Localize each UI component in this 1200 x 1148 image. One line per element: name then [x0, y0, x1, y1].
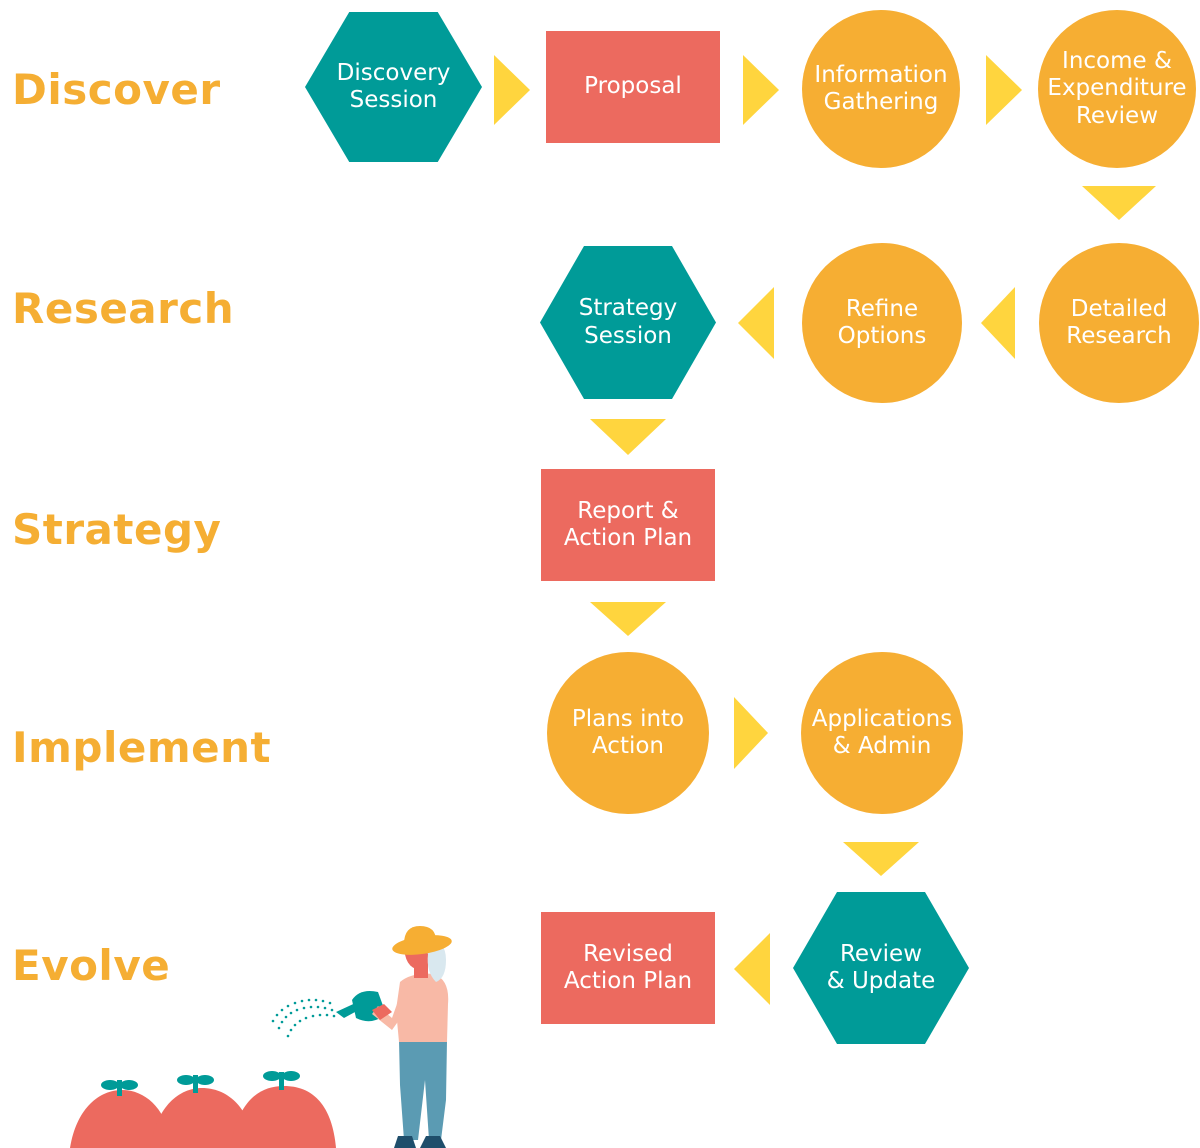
node-strategy-session-label: Strategy Session — [578, 295, 678, 349]
stage-label-implement: Implement — [12, 723, 272, 772]
arrow-discovery-to-proposal — [494, 55, 530, 125]
arrow-plans-to-applications — [734, 697, 768, 769]
node-information-gathering: Information Gathering — [802, 10, 960, 168]
node-plans-into-action: Plans into Action — [547, 652, 709, 814]
node-plans-into-action-label: Plans into Action — [571, 705, 685, 759]
arrow-report-to-plans — [590, 602, 666, 636]
node-proposal-label: Proposal — [584, 73, 682, 100]
node-report-action-plan-label: Report & Action Plan — [563, 497, 693, 551]
node-discovery-session: Discovery Session — [305, 12, 482, 162]
node-detailed-research-label: Detailed Research — [1066, 295, 1172, 349]
stage-label-discover: Discover — [12, 65, 221, 114]
node-applications-admin-label: Applications & Admin — [811, 705, 953, 759]
arrow-detailed-to-refine — [981, 287, 1015, 359]
arrow-information-to-income — [986, 55, 1022, 125]
node-income-expenditure-review: Income & Expenditure Review — [1038, 10, 1196, 168]
node-refine-options-label: Refine Options — [837, 295, 927, 349]
node-review-update: Review & Update — [793, 892, 969, 1044]
node-strategy-session: Strategy Session — [540, 246, 716, 399]
node-discovery-session-label: Discovery Session — [336, 59, 451, 113]
node-refine-options: Refine Options — [802, 243, 962, 403]
node-revised-action-plan-label: Revised Action Plan — [563, 940, 693, 994]
stage-label-research: Research — [12, 284, 235, 333]
arrow-proposal-to-information — [743, 55, 779, 125]
node-report-action-plan: Report & Action Plan — [541, 469, 715, 581]
stage-label-strategy: Strategy — [12, 505, 222, 554]
arrow-strategy-to-report — [590, 419, 666, 455]
node-revised-action-plan: Revised Action Plan — [541, 912, 715, 1024]
arrow-refine-to-strategy — [738, 287, 774, 359]
node-income-expenditure-review-label: Income & Expenditure Review — [1047, 48, 1187, 129]
arrow-income-to-detailed — [1082, 186, 1156, 220]
node-detailed-research: Detailed Research — [1039, 243, 1199, 403]
node-information-gathering-label: Information Gathering — [814, 61, 948, 115]
node-proposal: Proposal — [546, 31, 720, 143]
node-review-update-label: Review & Update — [826, 940, 936, 994]
arrow-applications-to-review — [843, 842, 919, 876]
arrow-review-to-revised — [734, 933, 770, 1005]
node-applications-admin: Applications & Admin — [801, 652, 963, 814]
stage-label-evolve: Evolve — [12, 941, 171, 990]
